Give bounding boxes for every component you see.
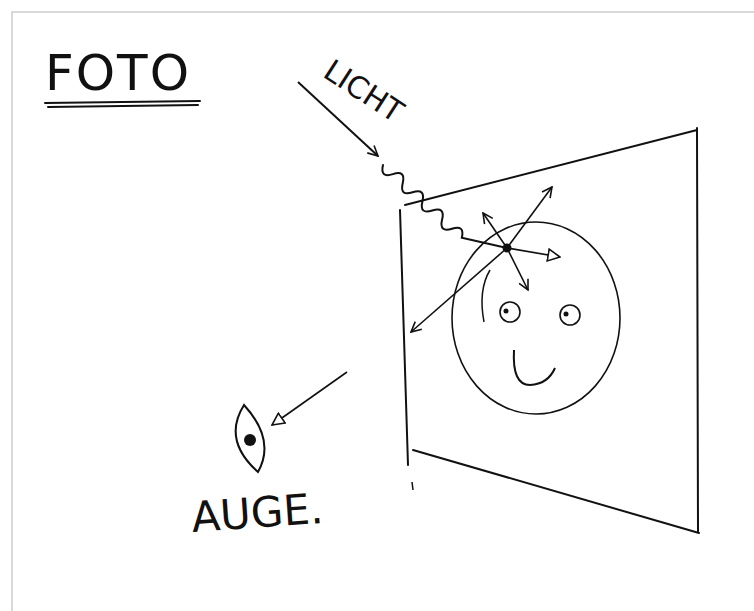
light-label: LICHT: [319, 55, 409, 128]
face-outline: [452, 222, 620, 414]
eye-symbol: [236, 405, 265, 472]
title-underline: [45, 101, 200, 107]
page-edge: [12, 12, 754, 611]
face-stroke: [482, 270, 490, 322]
photo-frame: [400, 128, 699, 533]
pen-tick: [412, 482, 413, 490]
face-pupil: [564, 312, 569, 317]
face-smile: [514, 350, 555, 385]
eye-label: AUGE.: [190, 488, 325, 539]
face-eye: [560, 305, 580, 325]
sketch-title: FOTO: [45, 48, 191, 98]
scattered-rays: [411, 187, 560, 332]
ray-to-eye: [272, 372, 347, 425]
face-eye: [500, 302, 520, 322]
eye-pupil: [244, 434, 256, 446]
face-pupil: [504, 309, 509, 314]
